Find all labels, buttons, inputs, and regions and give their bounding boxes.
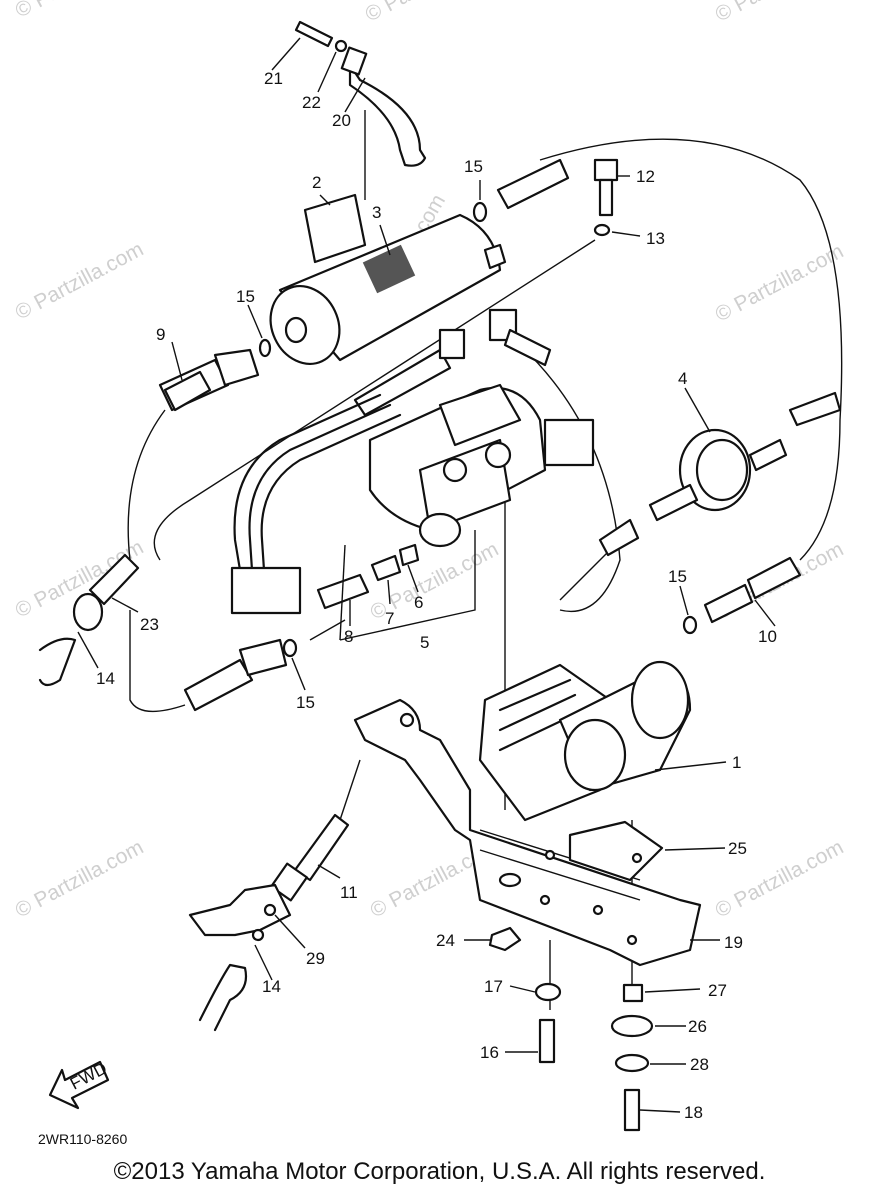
callout-3: 3 xyxy=(372,203,381,222)
leader-lines xyxy=(77,37,776,1113)
fuel-filter-2 xyxy=(269,193,507,365)
callout-20: 20 xyxy=(332,111,351,130)
parts-diagram: © Partzilla.com © Partzilla.com © Partzi… xyxy=(12,0,848,1147)
watermark: © Partzilla.com xyxy=(712,240,848,327)
callout-9: 9 xyxy=(156,325,165,344)
callout-25: 25 xyxy=(728,839,747,858)
callout-8: 8 xyxy=(344,627,353,646)
callout-23: 23 xyxy=(140,615,159,634)
callout-14a: 14 xyxy=(96,669,115,688)
pump-unit-1 xyxy=(478,660,692,822)
callout-29: 29 xyxy=(306,949,325,968)
watermark: © Partzilla.com xyxy=(12,0,148,22)
callout-4: 4 xyxy=(678,369,687,388)
watermark: © Partzilla.com xyxy=(362,0,498,26)
callout-15c: 15 xyxy=(668,567,687,586)
callout-15b: 15 xyxy=(236,287,255,306)
damper-4 xyxy=(598,391,842,557)
pad-25 xyxy=(568,820,664,882)
callout-11: 11 xyxy=(340,883,358,902)
callout-6: 6 xyxy=(414,593,423,612)
left-hoses xyxy=(38,370,298,712)
diagram-code: 2WR110-8260 xyxy=(38,1131,127,1147)
callout-7: 7 xyxy=(385,609,394,628)
callout-13: 13 xyxy=(646,229,665,248)
callout-5: 5 xyxy=(420,633,429,652)
callout-26: 26 xyxy=(688,1017,707,1036)
watermark: © Partzilla.com xyxy=(712,0,848,26)
callout-15a: 15 xyxy=(464,157,483,176)
callouts: 1 2 3 4 5 6 7 8 9 10 11 12 13 14 14 15 1… xyxy=(96,69,777,1122)
callout-2: 2 xyxy=(312,173,321,192)
callout-14b: 14 xyxy=(262,977,281,996)
hardware xyxy=(488,926,654,1132)
watermark: © Partzilla.com xyxy=(12,836,148,923)
bracket-19 xyxy=(353,698,702,967)
callout-19: 19 xyxy=(724,933,743,952)
fwd-arrow: FWD xyxy=(48,1059,110,1110)
callout-1: 1 xyxy=(732,753,741,772)
callout-27: 27 xyxy=(708,981,727,1000)
callout-21: 21 xyxy=(264,69,283,88)
filter-label-3 xyxy=(362,244,416,294)
sensor-11 xyxy=(188,813,350,1032)
clamp-bracket-20 xyxy=(294,20,427,167)
copyright-notice: ©2013 Yamaha Motor Corporation, U.S.A. A… xyxy=(113,1158,766,1185)
callout-18: 18 xyxy=(684,1103,703,1122)
callout-28: 28 xyxy=(690,1055,709,1074)
valve-assembly-5 xyxy=(230,383,595,641)
callout-16: 16 xyxy=(480,1043,499,1062)
callout-15d: 15 xyxy=(296,693,315,712)
callout-12: 12 xyxy=(636,167,655,186)
callout-17: 17 xyxy=(484,977,503,996)
fitting-10 xyxy=(682,556,802,635)
callout-22: 22 xyxy=(302,93,321,112)
callout-24: 24 xyxy=(436,931,455,950)
callout-10: 10 xyxy=(758,627,777,646)
hose-fittings xyxy=(158,158,619,417)
watermark: © Partzilla.com xyxy=(12,238,148,325)
